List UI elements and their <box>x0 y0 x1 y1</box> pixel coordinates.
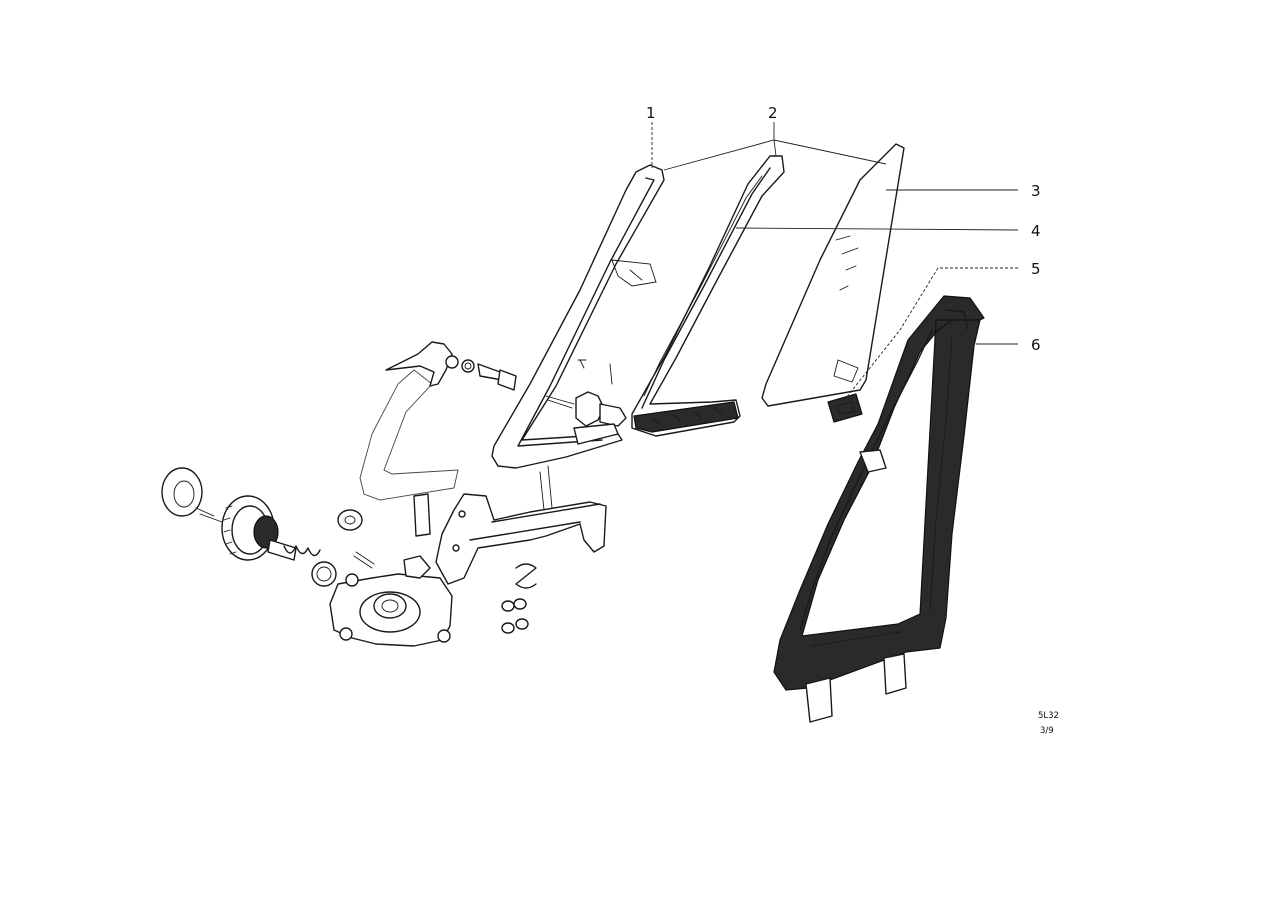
callout-2: 2 <box>768 104 778 122</box>
main-window-glass <box>359 369 459 501</box>
callout-5: 5 <box>1031 260 1041 278</box>
seal-strip <box>631 155 785 437</box>
pivot-hardware <box>545 359 627 445</box>
rubber-block <box>827 393 863 423</box>
drawing-code-line1: 5L32 <box>1038 711 1059 721</box>
callout-3: 3 <box>1031 182 1041 200</box>
vent-handle <box>385 341 517 391</box>
callout-1: 1 <box>646 104 656 122</box>
window-guide-channel <box>773 295 985 723</box>
regulator-bracket <box>435 465 607 585</box>
retaining-clips <box>501 563 537 634</box>
gear-knob-assembly <box>161 467 363 587</box>
drawing-code-line2: 3/9 <box>1040 726 1054 736</box>
vent-window-frame <box>491 164 665 469</box>
regulator-housing <box>329 493 453 647</box>
leader-lines <box>651 122 1019 399</box>
vent-glass <box>761 143 905 407</box>
callout-4: 4 <box>1031 222 1041 240</box>
callout-6: 6 <box>1031 336 1041 354</box>
